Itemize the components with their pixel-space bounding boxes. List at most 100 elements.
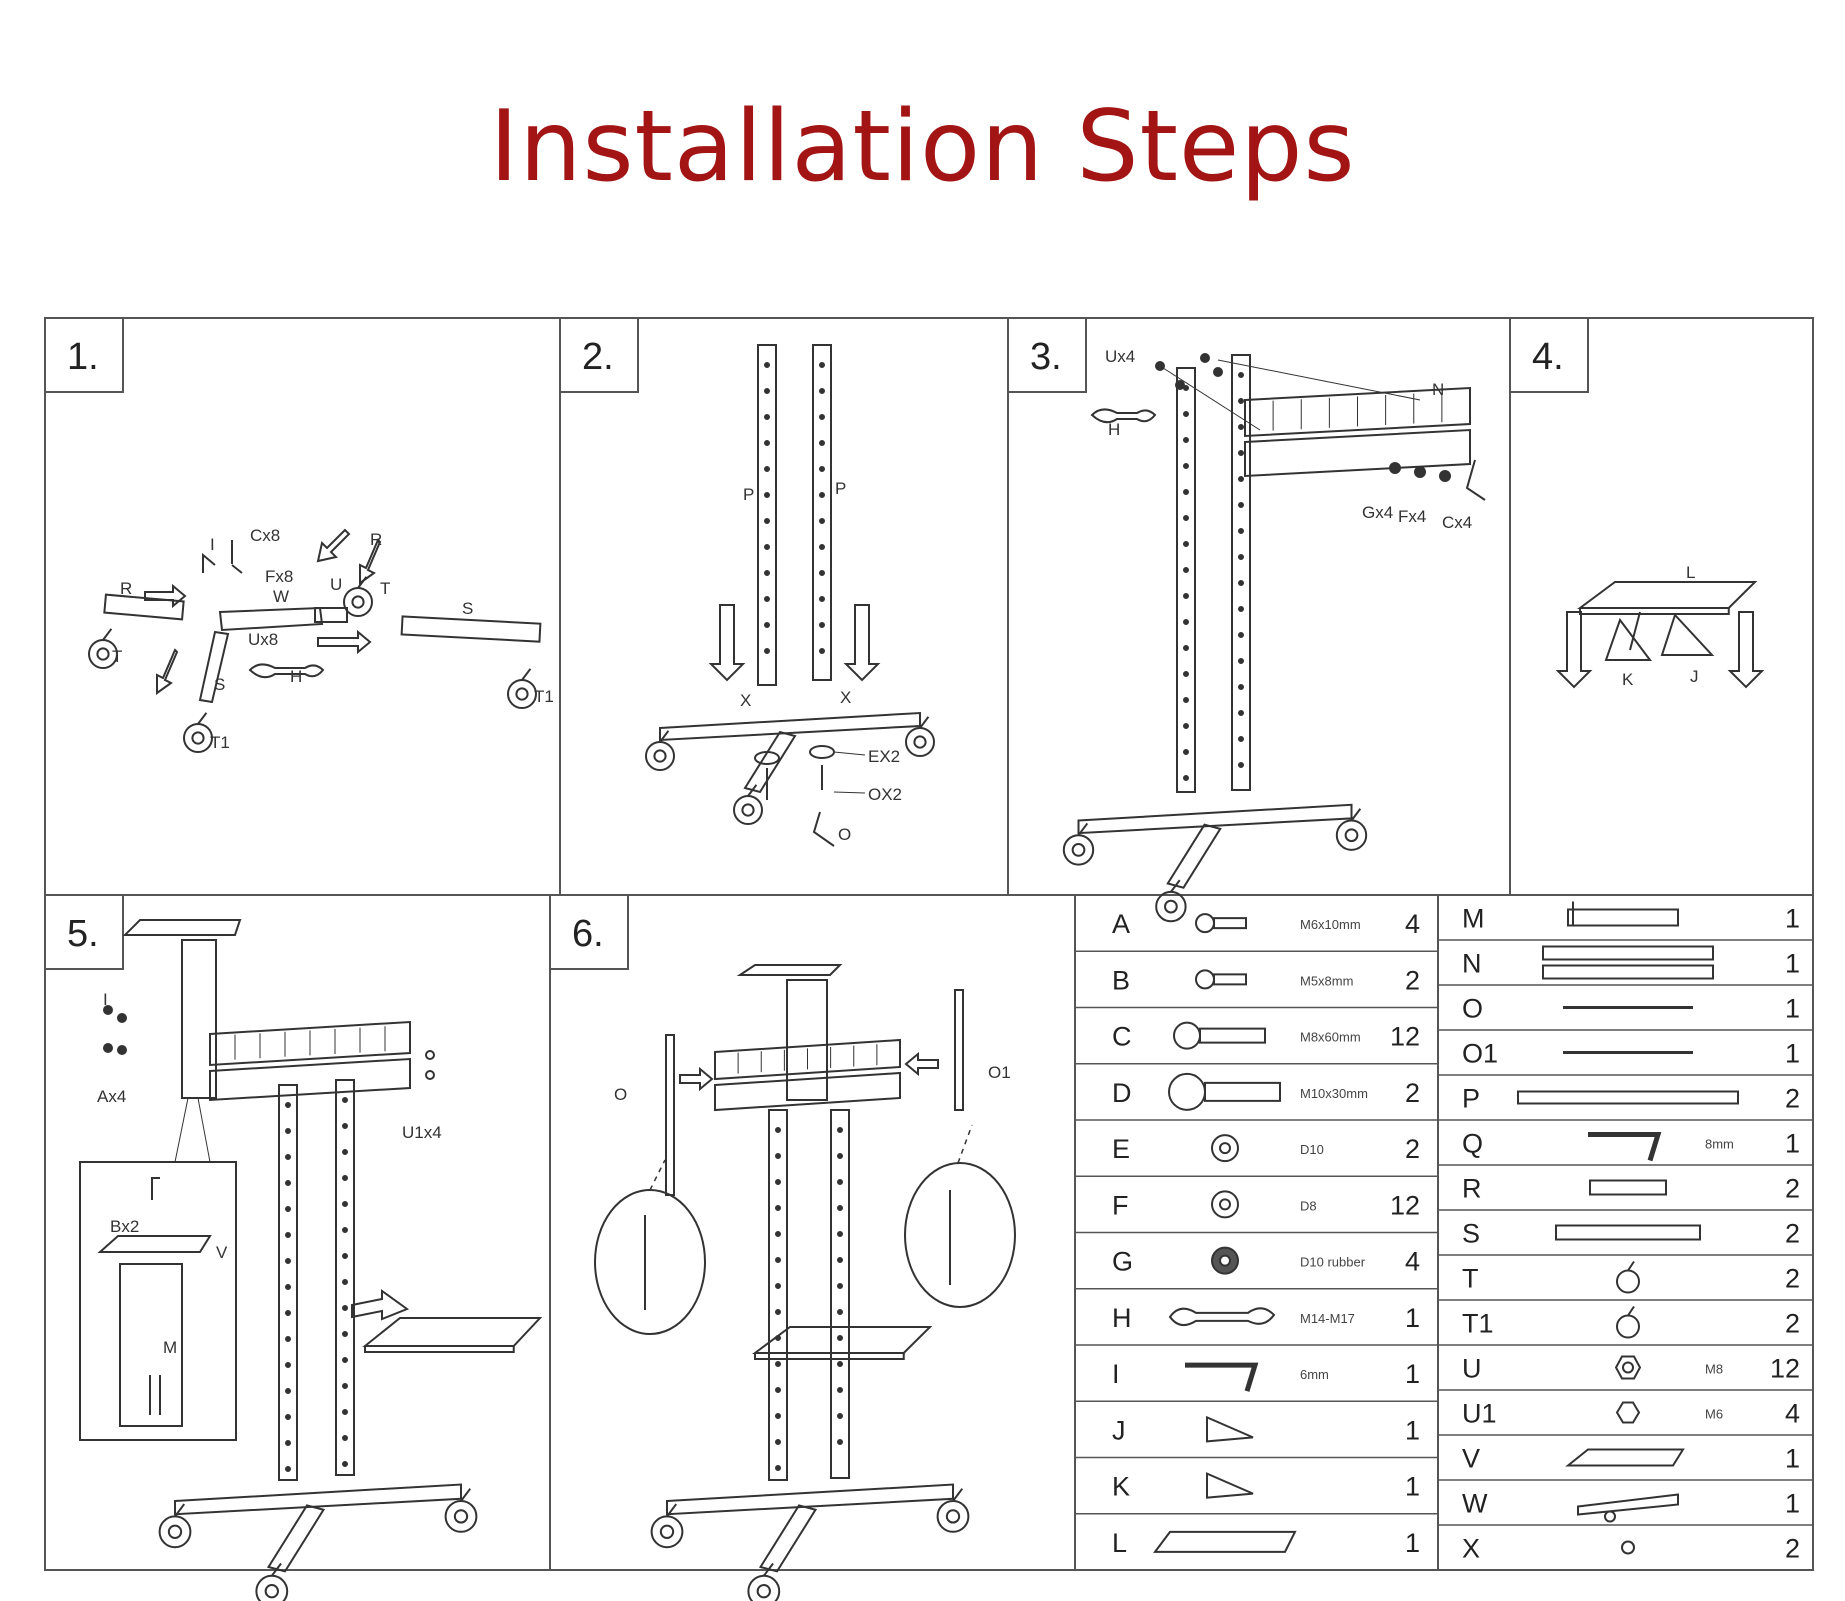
pole-hole xyxy=(819,544,825,550)
pole-hole xyxy=(775,1309,781,1315)
step-4-drawing xyxy=(1555,581,1765,689)
washer-icon xyxy=(1211,1190,1239,1219)
caster-fork xyxy=(919,716,930,729)
step-5-label: Bx2 xyxy=(110,1217,139,1236)
step-1-label: I xyxy=(210,535,215,554)
caster-wheel xyxy=(507,679,537,709)
part-letter: N xyxy=(1462,949,1482,979)
caster-fork xyxy=(659,730,670,743)
bracket-shape xyxy=(1206,1472,1254,1499)
pole-hole xyxy=(342,1461,348,1467)
step-1-label: Cx8 xyxy=(250,526,280,545)
arrow-down-icon xyxy=(1727,611,1765,689)
step-3-label: H xyxy=(1108,420,1120,439)
pole-hole xyxy=(1238,580,1244,586)
detail-inset xyxy=(79,1161,237,1441)
hook-bar-o xyxy=(665,1034,675,1196)
part-letter: B xyxy=(1112,965,1130,995)
step-2-label: P xyxy=(835,479,846,498)
washer-icon xyxy=(754,751,780,765)
long-tube-s-front xyxy=(198,630,230,704)
step-1-label: S xyxy=(214,675,225,694)
wrench-shape xyxy=(1168,1307,1276,1327)
caster-hub xyxy=(191,731,205,745)
step-3-label: Cx4 xyxy=(1442,513,1472,532)
part-letter: W xyxy=(1462,1489,1488,1519)
part-quantity: 2 xyxy=(1785,1264,1800,1294)
caster-fork xyxy=(174,1503,186,1518)
step-panel-1: 1. xyxy=(44,317,561,896)
pole xyxy=(278,1084,298,1481)
hub-icon xyxy=(1577,1493,1679,1523)
plate-shape xyxy=(1565,1448,1685,1467)
washer-inner xyxy=(1219,1142,1231,1155)
pole-hole xyxy=(285,1310,291,1316)
pole-hole xyxy=(819,648,825,654)
caster-fork xyxy=(1350,808,1362,822)
part-quantity: 4 xyxy=(1405,1247,1420,1277)
pole-hole xyxy=(837,1439,843,1445)
step-number: 3. xyxy=(1030,336,1062,378)
cart-base xyxy=(158,1483,478,1601)
mounting-rails xyxy=(1244,386,1471,478)
nut-shape xyxy=(1614,1355,1642,1380)
pole-hole xyxy=(342,1201,348,1207)
pole-hole xyxy=(1238,684,1244,690)
inset-column-m xyxy=(119,1263,183,1427)
screw-short-icon xyxy=(1195,969,1247,990)
pole-hole xyxy=(1238,528,1244,534)
step-1-label: R xyxy=(370,530,382,549)
page-title: Installation Steps xyxy=(489,90,1356,204)
pole-hole xyxy=(837,1231,843,1237)
pole-hole xyxy=(285,1154,291,1160)
caster-wheel xyxy=(158,1515,192,1549)
part-quantity: 1 xyxy=(1405,1415,1420,1445)
pole-hole xyxy=(1238,736,1244,742)
part-quantity: 2 xyxy=(1405,1134,1420,1164)
pole-hole xyxy=(285,1388,291,1394)
tray-edge xyxy=(364,1346,515,1353)
bracket-shape xyxy=(1206,1415,1254,1443)
caster-wheel xyxy=(1155,890,1187,923)
caster-wheel xyxy=(645,741,675,771)
pole-hole xyxy=(1183,541,1189,547)
step-panel-4: 4. xyxy=(1509,317,1814,896)
nut-hole xyxy=(1622,1361,1634,1374)
part-quantity: 1 xyxy=(1785,994,1800,1024)
step-5-label: V xyxy=(216,1243,228,1262)
step-4-label: J xyxy=(1690,667,1699,686)
caster-wheel xyxy=(936,1500,970,1533)
step-panel-3: 3. xyxy=(1007,317,1511,896)
hub-bolt xyxy=(1604,1510,1616,1523)
callout-line xyxy=(197,1097,211,1163)
column-m xyxy=(181,939,217,1099)
screw-shaft xyxy=(1213,973,1247,986)
caster-fork xyxy=(270,1562,282,1577)
arrow-down-icon xyxy=(843,604,881,682)
caster-hub xyxy=(1071,843,1086,857)
bolt-head xyxy=(1168,1072,1206,1111)
caster-hub xyxy=(756,1584,771,1599)
bracket-icon xyxy=(1206,1415,1254,1443)
step-5-label: U1x4 xyxy=(402,1123,442,1142)
leader-line xyxy=(833,791,866,794)
washer-inner xyxy=(1219,1254,1231,1267)
long-tube-shape xyxy=(1555,1224,1701,1241)
part-letter: V xyxy=(1462,1444,1480,1474)
caster-hub xyxy=(913,735,927,749)
part-quantity: 2 xyxy=(1405,965,1420,995)
pole-hole xyxy=(342,1149,348,1155)
bolt-shaft xyxy=(1204,1081,1281,1102)
step-number: 4. xyxy=(1532,336,1564,378)
arrow-right-icon xyxy=(144,583,187,609)
part-spec: D10 rubber xyxy=(1300,1255,1366,1270)
pole-hole xyxy=(764,570,770,576)
pole-hole xyxy=(837,1335,843,1341)
nut-dot xyxy=(1200,353,1210,363)
